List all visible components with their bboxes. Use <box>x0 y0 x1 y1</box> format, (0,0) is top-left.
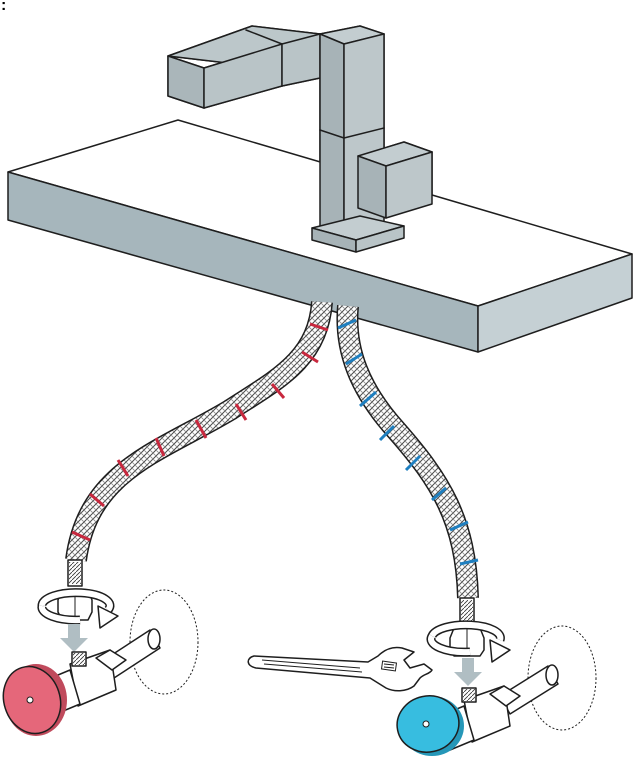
down-arrow-icon <box>454 658 482 686</box>
cold-water-hose <box>336 305 479 599</box>
down-arrow-icon <box>60 624 88 652</box>
step-label: : <box>1 0 6 14</box>
red-valve-handle-icon <box>2 664 67 736</box>
hot-water-hose <box>65 300 333 562</box>
blue-valve-handle-icon <box>396 695 464 756</box>
adjustable-wrench-icon <box>247 646 433 692</box>
rotation-arrow-icon <box>37 588 119 629</box>
hot-valve-assembly <box>2 559 199 736</box>
rotation-arrow-icon <box>426 620 511 663</box>
cold-valve-assembly <box>396 597 597 756</box>
